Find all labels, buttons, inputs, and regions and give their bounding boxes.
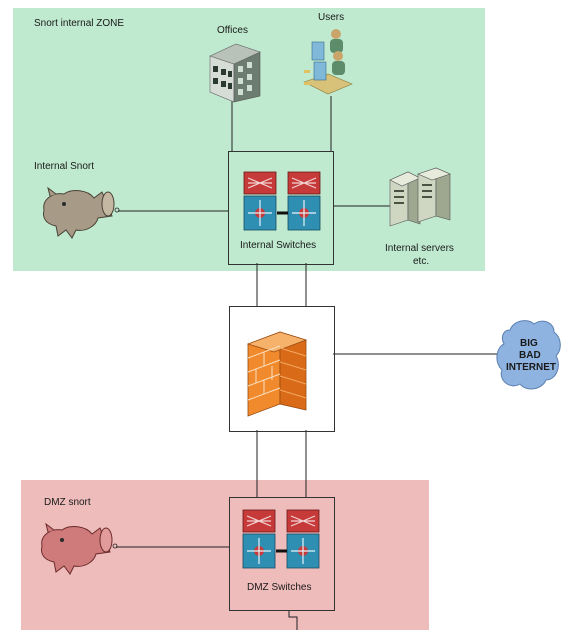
users-label: Users: [318, 12, 345, 23]
pig-icon: [41, 522, 118, 575]
internal-servers-label-2: etc.: [413, 256, 430, 267]
internet-label-1: BIG: [520, 338, 538, 349]
dmz-switches-box: [229, 497, 335, 611]
internal-switches-box: [228, 151, 334, 265]
internal-snort-label: Internal Snort: [34, 161, 95, 172]
firewall-box: [229, 306, 335, 432]
users-icon: [303, 29, 353, 95]
internal-servers-label: Internal servers: [385, 243, 454, 254]
offices-label: Offices: [217, 25, 248, 36]
internet-label-2: BAD: [519, 350, 541, 361]
wire-dmz-down: [288, 610, 298, 630]
dmz-zone-label: DMZ snort: [44, 497, 91, 508]
switch-icon: [243, 171, 321, 231]
dmz-switches-label: DMZ Switches: [247, 582, 312, 593]
internet-label-3: INTERNET: [506, 362, 556, 373]
internal-zone-label: Snort internal ZONE: [34, 18, 125, 29]
firewall-icon: [246, 331, 308, 417]
server-icon: [389, 167, 451, 227]
cloud-icon: [496, 320, 561, 390]
building-icon: [209, 43, 261, 103]
internal-switches-label: Internal Switches: [240, 240, 317, 251]
pig-icon: [43, 186, 120, 239]
switch-icon: [242, 509, 320, 569]
